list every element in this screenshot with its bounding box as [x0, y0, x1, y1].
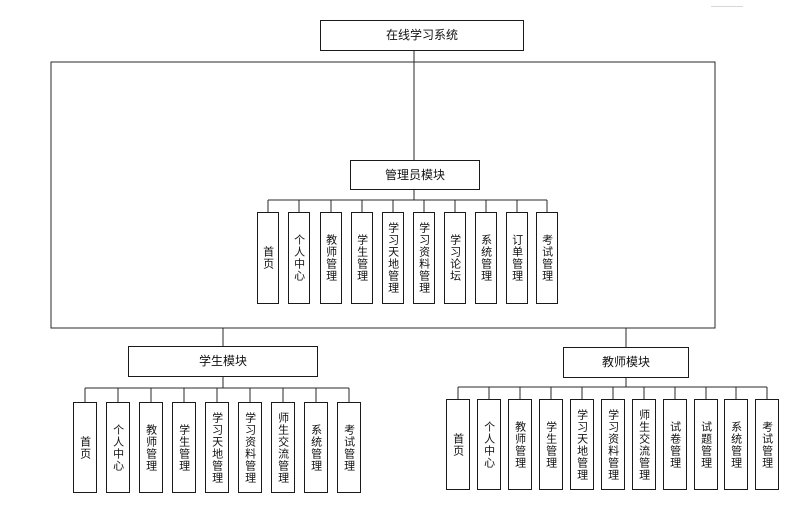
main-frame — [50, 61, 716, 329]
admin-leaf-order-management: 订单管理 — [506, 212, 528, 304]
teacher-module-node: 教师模块 — [563, 347, 689, 378]
teacher-leaf-teacher-management: 教师管理 — [508, 399, 532, 490]
student-leaf-teacher-management: 教师管理 — [139, 402, 163, 493]
admin-leaf-learning-space: 学习天地管理 — [382, 212, 404, 304]
admin-leaf-student-management: 学生管理 — [351, 212, 373, 304]
teacher-leaf-paper-management: 试卷管理 — [663, 399, 687, 490]
admin-leaf-profile: 个人中心 — [288, 212, 310, 304]
teacher-leaf-learning-materials: 学习资料管理 — [601, 399, 625, 490]
teacher-leaf-exam-management: 考试管理 — [755, 399, 779, 490]
student-leaf-exam-management: 考试管理 — [337, 402, 361, 493]
student-leaf-home: 首页 — [73, 402, 97, 493]
admin-leaf-exam-management: 考试管理 — [536, 212, 558, 304]
teacher-leaf-home: 首页 — [446, 399, 470, 490]
teacher-leaf-student-management: 学生管理 — [539, 399, 563, 490]
student-leaf-student-management: 学生管理 — [172, 402, 196, 493]
student-module-node: 学生模块 — [128, 346, 318, 377]
admin-leaf-learning-materials: 学习资料管理 — [413, 212, 435, 304]
teacher-leaf-teacher-student-exchange: 师生交流管理 — [632, 399, 656, 490]
admin-leaf-system-management: 系统管理 — [475, 212, 497, 304]
student-leaf-profile: 个人中心 — [106, 402, 130, 493]
student-leaf-system-management: 系统管理 — [304, 402, 328, 493]
admin-module-node: 管理员模块 — [350, 160, 480, 190]
corner-mark — [711, 6, 743, 7]
student-leaf-teacher-student-exchange: 师生交流管理 — [271, 402, 295, 493]
teacher-leaf-profile: 个人中心 — [477, 399, 501, 490]
student-leaf-learning-space: 学习天地管理 — [205, 402, 229, 493]
student-leaf-learning-materials: 学习资料管理 — [238, 402, 262, 493]
teacher-leaf-system-management: 系统管理 — [724, 399, 748, 490]
admin-leaf-forum: 学习论坛 — [444, 212, 466, 304]
teacher-leaf-question-management: 试题管理 — [694, 399, 718, 490]
admin-leaf-teacher-management: 教师管理 — [320, 212, 342, 304]
admin-leaf-home: 首页 — [257, 212, 279, 304]
teacher-leaf-learning-space: 学习天地管理 — [570, 399, 594, 490]
system-node: 在线学习系统 — [320, 20, 524, 51]
